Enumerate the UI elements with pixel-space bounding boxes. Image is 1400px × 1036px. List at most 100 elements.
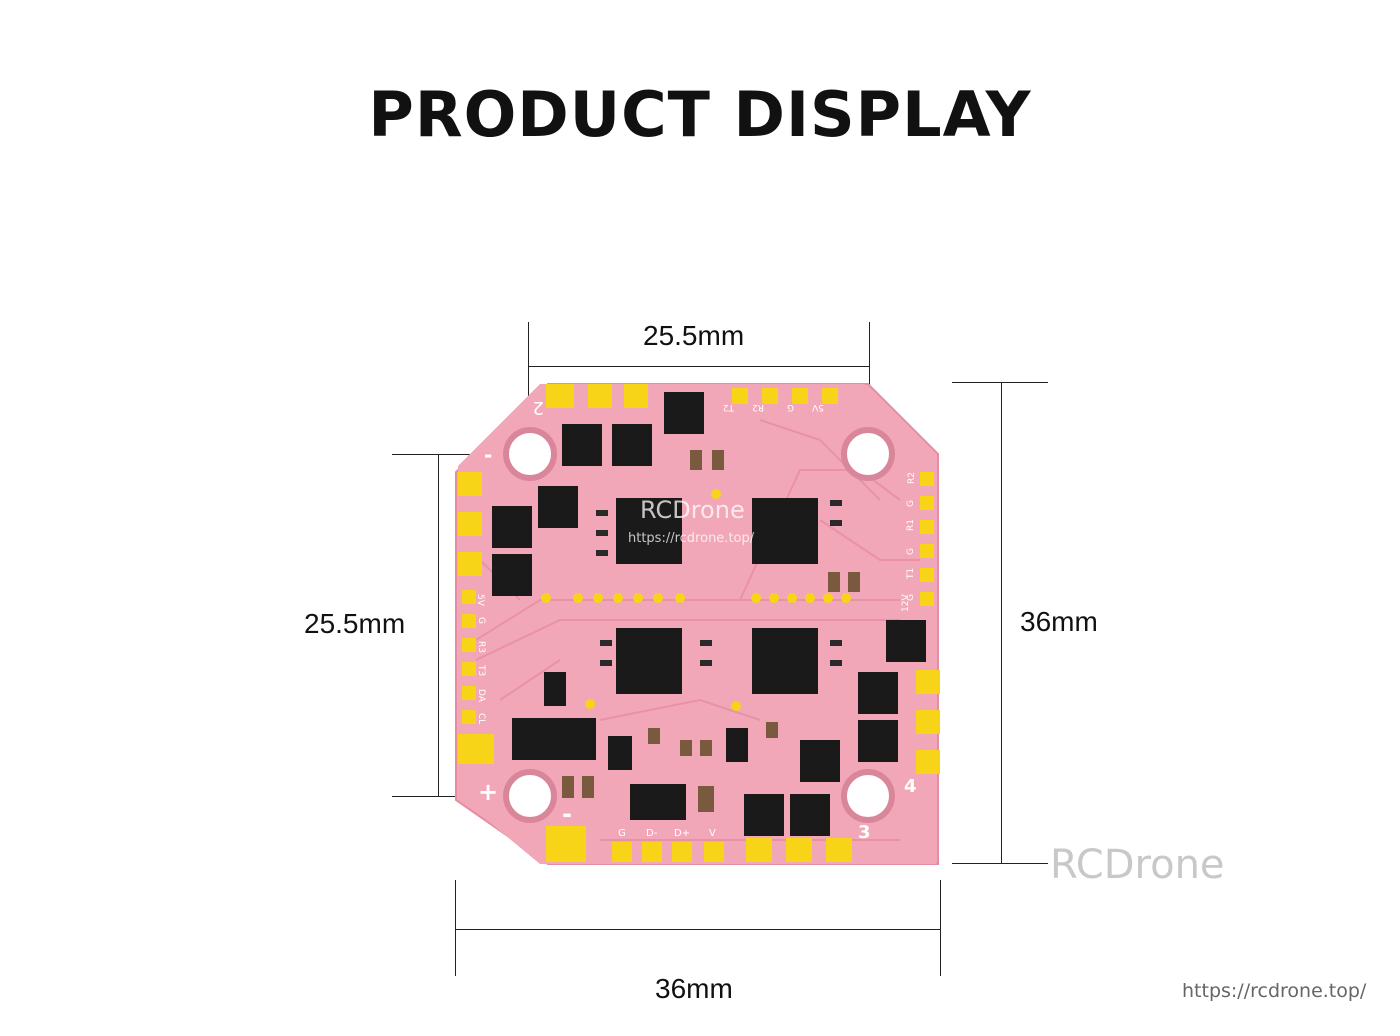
right-pad-label: 12V bbox=[901, 594, 911, 612]
right-pad bbox=[920, 472, 934, 486]
bottom-dimension-label: 36mm bbox=[655, 973, 733, 1004]
right-pad bbox=[920, 496, 934, 510]
small-ic bbox=[608, 736, 632, 770]
capacitor bbox=[562, 776, 574, 798]
via-pad bbox=[653, 593, 663, 603]
top-pad bbox=[588, 384, 612, 408]
resistor bbox=[596, 530, 608, 536]
via-pad bbox=[585, 699, 595, 709]
via-pad bbox=[805, 593, 815, 603]
mosfet-chip bbox=[858, 720, 898, 762]
left-pad bbox=[462, 638, 476, 652]
resistor bbox=[700, 660, 712, 666]
capacitor bbox=[828, 572, 840, 592]
page-title: PRODUCT DISPLAY bbox=[368, 78, 1032, 151]
top-pad bbox=[624, 384, 648, 408]
mosfet-chip bbox=[562, 424, 602, 466]
top-pad bbox=[762, 388, 778, 404]
top-dimension-right-tick bbox=[869, 322, 870, 402]
mounting-hole bbox=[841, 769, 895, 823]
top-pad bbox=[546, 384, 574, 408]
via-pad bbox=[769, 593, 779, 603]
resistor bbox=[830, 520, 842, 526]
right-pad-label: R2 bbox=[907, 472, 917, 484]
hole-label-2: 2 bbox=[533, 397, 544, 418]
capacitor bbox=[766, 722, 778, 738]
hole-label-3: 3 bbox=[858, 822, 871, 843]
small-ic bbox=[544, 672, 566, 706]
polarity-minus-bottom: - bbox=[562, 800, 572, 828]
mounting-holes bbox=[503, 427, 895, 823]
resistor bbox=[596, 550, 608, 556]
bottom-pad bbox=[826, 838, 852, 862]
left-pad-label: G bbox=[476, 617, 486, 624]
right-dimension-label: 36mm bbox=[1020, 606, 1098, 637]
left-dimension-line bbox=[438, 454, 439, 797]
left-pad bbox=[462, 590, 476, 604]
hole-label-4: 4 bbox=[904, 776, 917, 797]
resistor bbox=[830, 500, 842, 506]
center-watermark-url: https://rcdrone.top/ bbox=[628, 531, 755, 546]
via-pad bbox=[573, 593, 583, 603]
polarity-plus: + bbox=[478, 778, 498, 806]
left-pad bbox=[458, 552, 482, 576]
top-pad bbox=[792, 388, 808, 404]
right-pad-label: G bbox=[906, 500, 916, 507]
capacitor bbox=[582, 776, 594, 798]
bottom-pad-label: D+ bbox=[674, 828, 690, 839]
right-pad-label: T1 bbox=[906, 568, 916, 580]
left-pad bbox=[458, 472, 482, 496]
via-pad bbox=[731, 701, 741, 711]
mounting-hole bbox=[503, 427, 557, 481]
capacitor bbox=[712, 450, 724, 470]
capacitor bbox=[700, 740, 712, 756]
mcu-chip bbox=[752, 628, 818, 694]
right-pad bbox=[916, 670, 940, 694]
bottom-pad bbox=[672, 842, 692, 862]
right-pad bbox=[920, 520, 934, 534]
left-pad bbox=[462, 662, 476, 676]
left-pad bbox=[462, 710, 476, 724]
resistor bbox=[596, 510, 608, 516]
right-dimension-bottom-tick bbox=[952, 863, 1048, 864]
left-pad-label: T3 bbox=[476, 664, 486, 676]
capacitor bbox=[698, 786, 714, 812]
capacitor bbox=[680, 740, 692, 756]
via-pad bbox=[787, 593, 797, 603]
center-watermark-brand: RCDrone bbox=[640, 496, 745, 524]
top-pad-label: R2 bbox=[752, 402, 764, 412]
left-dimension-label: 25.5mm bbox=[304, 608, 406, 639]
polarity-minus-top: - bbox=[484, 443, 492, 467]
solder-pads bbox=[458, 384, 940, 862]
right-pad bbox=[920, 592, 934, 606]
resistor bbox=[830, 660, 842, 666]
bottom-pad bbox=[612, 842, 632, 862]
right-pad bbox=[920, 544, 934, 558]
resistor bbox=[600, 660, 612, 666]
mosfet-chip bbox=[538, 486, 578, 528]
bottom-dimension-left-tick bbox=[455, 880, 456, 976]
bottom-dimension-right-tick bbox=[940, 880, 941, 976]
via-pad bbox=[613, 593, 623, 603]
left-pad-label: R3 bbox=[476, 641, 486, 653]
capacitor bbox=[848, 572, 860, 592]
left-pad-label: 5V bbox=[475, 594, 485, 607]
capacitor bbox=[690, 450, 702, 470]
bottom-pad bbox=[546, 826, 586, 862]
bottom-pad bbox=[704, 842, 724, 862]
brand-watermark: RCDrone bbox=[1050, 842, 1225, 888]
right-pad-label: R1 bbox=[906, 519, 916, 531]
resistor bbox=[700, 640, 712, 646]
mosfet-chip bbox=[800, 740, 840, 782]
bottom-pad bbox=[786, 838, 812, 862]
mosfet-chip bbox=[492, 554, 532, 596]
regulator-chip bbox=[512, 718, 596, 760]
left-pad bbox=[458, 512, 482, 536]
mosfet-chip bbox=[664, 392, 704, 434]
top-dimension-line bbox=[528, 366, 870, 367]
bottom-dimension-line bbox=[455, 929, 941, 930]
resistors bbox=[596, 500, 842, 666]
right-dimension-top-tick bbox=[952, 382, 1048, 383]
mosfet-chip bbox=[492, 506, 532, 548]
